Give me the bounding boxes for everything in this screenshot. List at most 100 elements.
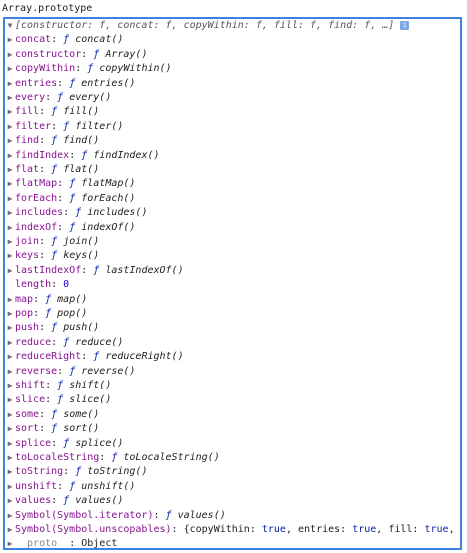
- property-row[interactable]: ▶entries: ƒ entries(): [5, 77, 136, 91]
- property-key: some: [15, 408, 40, 420]
- property-row[interactable]: ▶map: ƒ map(): [5, 293, 88, 307]
- function-icon: ƒ: [69, 77, 82, 89]
- function-icon: ƒ: [93, 264, 106, 276]
- collapsed-triangle-icon[interactable]: ▶: [7, 381, 13, 390]
- property-value: toString(): [87, 466, 148, 478]
- function-icon: ƒ: [51, 106, 64, 118]
- property-row[interactable]: ▶indexOf: ƒ indexOf(): [5, 221, 136, 235]
- property-row[interactable]: ▶concat: ƒ concat(): [5, 33, 124, 47]
- collapsed-triangle-icon[interactable]: ▶: [7, 93, 13, 102]
- collapsed-triangle-icon[interactable]: ▶: [7, 438, 13, 448]
- property-value: shift(): [69, 380, 112, 391]
- collapsed-triangle-icon[interactable]: ▶: [7, 237, 13, 246]
- function-icon: ƒ: [51, 236, 64, 247]
- collapsed-triangle-icon[interactable]: ▶: [7, 208, 13, 218]
- property-value: Object: [81, 538, 118, 550]
- property-row[interactable]: ▶includes: ƒ includes(): [5, 206, 148, 220]
- property-value: sort(): [63, 423, 100, 435]
- collapsed-triangle-icon[interactable]: ▶: [7, 309, 13, 318]
- property-row[interactable]: ▶forEach: ƒ forEach(): [5, 192, 136, 206]
- function-icon: ƒ: [69, 480, 82, 492]
- property-key: find: [15, 135, 40, 147]
- property-key: pop: [15, 308, 34, 319]
- property-value: entries(): [81, 77, 136, 89]
- property-row[interactable]: ▶fill: ƒ fill(): [5, 105, 100, 119]
- property-row-unscopables[interactable]: ▶Symbol(Symbol.unscopables): {copyWithin…: [5, 523, 455, 537]
- collapsed-triangle-icon[interactable]: ▶: [7, 49, 13, 59]
- property-row[interactable]: ▶constructor: ƒ Array(): [5, 48, 148, 62]
- expanded-triangle-icon[interactable]: ▼: [7, 21, 13, 30]
- property-row[interactable]: ▶flat: ƒ flat(): [5, 163, 100, 177]
- property-row[interactable]: ▶push: ƒ push(): [5, 321, 100, 335]
- property-row[interactable]: ▶slice: ƒ slice(): [5, 393, 112, 407]
- collapsed-triangle-icon[interactable]: ▶: [7, 107, 13, 117]
- property-key: lastIndexOf: [15, 264, 82, 276]
- collapsed-triangle-icon[interactable]: ▶: [7, 323, 13, 333]
- property-key: findIndex: [15, 149, 70, 161]
- property-key: reduceRight: [15, 351, 82, 363]
- property-row[interactable]: ▶findIndex: ƒ findIndex(): [5, 149, 160, 163]
- collapsed-triangle-icon[interactable]: ▶: [7, 121, 13, 131]
- collapsed-triangle-icon[interactable]: ▶: [7, 150, 13, 160]
- property-row[interactable]: ▶shift: ƒ shift(): [5, 379, 112, 393]
- function-icon: ƒ: [63, 437, 76, 449]
- property-row[interactable]: ▶every: ƒ every(): [5, 91, 112, 105]
- function-icon: ƒ: [63, 120, 76, 132]
- property-row[interactable]: ▶flatMap: ƒ flatMap(): [5, 177, 136, 191]
- property-key: shift: [15, 380, 46, 391]
- collapsed-triangle-icon[interactable]: ▶: [7, 395, 13, 405]
- collapsed-triangle-icon[interactable]: ▶: [7, 64, 13, 74]
- property-value: indexOf(): [81, 221, 136, 233]
- collapsed-triangle-icon[interactable]: ▶: [7, 165, 13, 174]
- property-row[interactable]: ▶sort: ƒ sort(): [5, 422, 100, 436]
- collapsed-triangle-icon[interactable]: ▶: [7, 265, 13, 275]
- collapsed-triangle-icon[interactable]: ▶: [7, 352, 13, 362]
- property-row[interactable]: ▶toString: ƒ toString(): [5, 465, 148, 479]
- property-row[interactable]: ▶reduceRight: ƒ reduceRight(): [5, 350, 184, 364]
- collapsed-triangle-icon[interactable]: ▶: [7, 136, 13, 146]
- property-row-proto[interactable]: ▶__proto__: Object: [5, 537, 118, 550]
- property-row[interactable]: ▶reverse: ƒ reverse(): [5, 365, 136, 379]
- collapsed-triangle-icon[interactable]: ▶: [7, 193, 13, 203]
- object-header-row[interactable]: ▼[constructor: f, concat: f, copyWithin:…: [5, 19, 410, 33]
- collapsed-triangle-icon[interactable]: ▶: [7, 366, 13, 376]
- collapsed-triangle-icon[interactable]: ▶: [7, 525, 13, 534]
- property-row[interactable]: ▶Symbol(Symbol.iterator): ƒ values(): [5, 509, 226, 523]
- collapsed-triangle-icon[interactable]: ▶: [7, 496, 13, 506]
- property-row[interactable]: ▶reduce: ƒ reduce(): [5, 336, 124, 350]
- function-icon: ƒ: [69, 192, 82, 204]
- collapsed-triangle-icon[interactable]: ▶: [7, 222, 13, 232]
- property-row[interactable]: ▶pop: ƒ pop(): [5, 307, 88, 321]
- property-row[interactable]: ▶values: ƒ values(): [5, 494, 124, 508]
- property-row[interactable]: ▶toLocaleString: ƒ toLocaleString(): [5, 451, 220, 465]
- property-row[interactable]: ▶join: ƒ join(): [5, 235, 100, 249]
- property-key: every: [15, 92, 46, 103]
- property-key: __proto__: [15, 538, 70, 550]
- collapsed-triangle-icon[interactable]: ▶: [7, 539, 13, 549]
- property-row[interactable]: ▶unshift: ƒ unshift(): [5, 480, 136, 494]
- collapsed-triangle-icon[interactable]: ▶: [7, 409, 13, 419]
- collapsed-triangle-icon[interactable]: ▶: [7, 424, 13, 434]
- collapsed-triangle-icon[interactable]: ▶: [7, 251, 13, 261]
- collapsed-triangle-icon[interactable]: ▶: [7, 179, 13, 189]
- property-value: 0: [63, 279, 70, 291]
- collapsed-triangle-icon[interactable]: ▶: [7, 294, 13, 304]
- info-icon[interactable]: i: [400, 20, 410, 30]
- property-value: Array(): [105, 48, 148, 60]
- property-row[interactable]: ▶some: ƒ some(): [5, 408, 100, 422]
- property-row[interactable]: ▶find: ƒ find(): [5, 134, 100, 148]
- function-icon: ƒ: [75, 207, 88, 219]
- property-row[interactable]: ▶keys: ƒ keys(): [5, 249, 100, 263]
- property-row[interactable]: ▶splice: ƒ splice(): [5, 437, 124, 451]
- collapsed-triangle-icon[interactable]: ▶: [7, 78, 13, 88]
- collapsed-triangle-icon[interactable]: ▶: [7, 510, 13, 520]
- collapsed-triangle-icon[interactable]: ▶: [7, 481, 13, 491]
- collapsed-triangle-icon[interactable]: ▶: [7, 35, 13, 45]
- collapsed-triangle-icon[interactable]: ▶: [7, 467, 13, 477]
- property-row[interactable]: ▶lastIndexOf: ƒ lastIndexOf(): [5, 264, 184, 278]
- property-key: reverse: [15, 365, 58, 377]
- collapsed-triangle-icon[interactable]: ▶: [7, 453, 13, 462]
- property-row[interactable]: ▶filter: ƒ filter(): [5, 120, 124, 134]
- collapsed-triangle-icon[interactable]: ▶: [7, 337, 13, 347]
- property-row[interactable]: ▶copyWithin: ƒ copyWithin(): [5, 62, 172, 76]
